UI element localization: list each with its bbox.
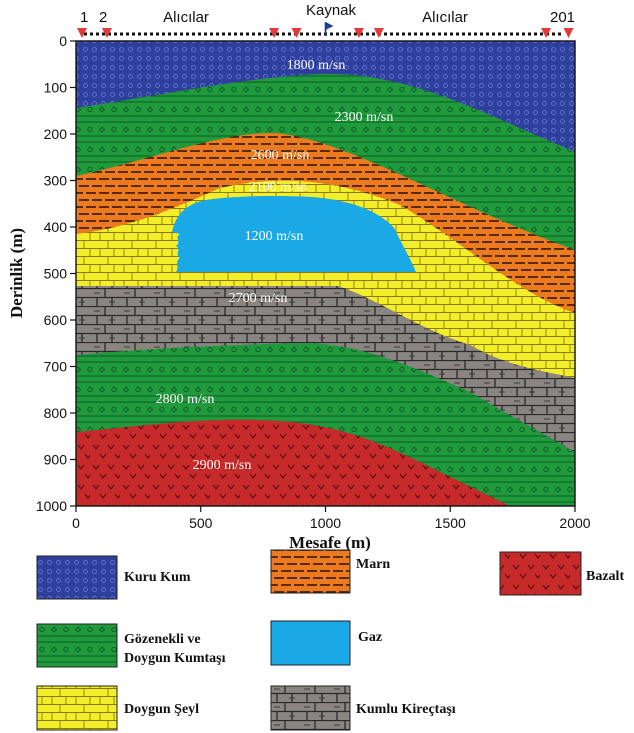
velocity-kumtasi-top: 2300 m/sn (335, 110, 394, 125)
legend-swatch-kumtasi (36, 623, 118, 668)
receiver-marker (269, 28, 280, 38)
y-tick-label: 0 (59, 33, 67, 49)
receiver-number-2: 2 (99, 9, 107, 26)
legend-swatch-kuru-kum (36, 555, 118, 600)
receiver-marker (541, 28, 552, 38)
y-tick-label: 700 (44, 359, 68, 375)
y-tick-label: 200 (44, 126, 68, 142)
y-tick-label: 1000 (36, 498, 67, 514)
legend-swatch-bazalt (499, 551, 582, 596)
receiver-marker (373, 28, 384, 38)
velocity-marn: 2600 m/sn (251, 148, 310, 163)
x-tick-label: 500 (189, 515, 213, 531)
legend-swatch-seyl (36, 685, 118, 731)
receivers-label-left: Alıcılar (163, 9, 209, 26)
y-tick-label: 600 (44, 312, 68, 328)
velocity-labels: 1800 m/sn 2300 m/sn 2600 m/sn 2100 m/sn … (156, 58, 394, 473)
legend-label-seyl: Doygun Şeyl (124, 702, 199, 717)
receiver-marker (101, 28, 112, 38)
receiver-marker (353, 28, 364, 38)
legend-swatch-gaz (270, 620, 351, 666)
receiver-number-1: 1 (80, 9, 88, 26)
y-tick-label: 100 (44, 80, 68, 96)
x-tick-label: 1500 (435, 515, 466, 531)
receivers-label-right: Alıcılar (422, 9, 468, 26)
x-tick-label: 0 (72, 515, 80, 531)
y-tick-label: 800 (44, 405, 68, 421)
x-axis-label: Mesafe (m) (289, 533, 371, 552)
legend-swatch-kirectasi (270, 685, 351, 731)
x-tick-label: 1000 (310, 515, 341, 531)
legend-label-kumtasi-line2: Doygun Kumtaşı (124, 651, 226, 666)
y-tick-label: 500 (44, 266, 68, 282)
x-axis: 0 500 1000 1500 2000 (72, 506, 591, 531)
legend-label-kumtasi-line1: Gözenekli ve (124, 632, 201, 647)
y-tick-label: 300 (44, 173, 68, 189)
bazalt-layer (76, 419, 510, 506)
receiver-markers (77, 22, 574, 38)
receiver-number-last: 201 (550, 9, 575, 26)
legend-swatch-marn (270, 549, 351, 594)
receiver-marker (291, 28, 302, 38)
source-label: Kaynak (306, 2, 357, 19)
receiver-marker (77, 28, 87, 38)
velocity-seyl: 2100 m/sn (249, 180, 308, 195)
y-tick-label: 400 (44, 219, 68, 235)
y-tick-label: 900 (44, 452, 68, 468)
velocity-kirectasi: 2700 m/sn (229, 291, 288, 306)
receiver-marker (563, 28, 574, 38)
x-tick-label: 2000 (559, 515, 590, 531)
y-axis-label: Derinlik (m) (7, 228, 26, 318)
legend: Kuru Kum Marn Bazalt Gözenekli ve Doygun… (36, 549, 624, 731)
legend-label-kuru-kum: Kuru Kum (124, 570, 191, 585)
legend-label-marn: Marn (356, 557, 390, 572)
velocity-kumtasi-bottom: 2800 m/sn (156, 392, 215, 407)
geologic-section (76, 41, 575, 506)
source-flag (325, 22, 334, 30)
legend-label-bazalt: Bazalt (586, 569, 624, 584)
legend-label-kirectasi: Kumlu Kireçtaşı (356, 702, 456, 717)
legend-label-gaz: Gaz (358, 630, 382, 645)
y-axis: 0 100 200 300 400 500 600 700 800 900 1000 (36, 33, 76, 514)
header: 1 2 Alıcılar Kaynak Alıcılar 201 (77, 2, 575, 38)
velocity-bazalt: 2900 m/sn (193, 458, 252, 473)
gaz-layer (172, 196, 416, 272)
velocity-gaz: 1200 m/sn (245, 229, 304, 244)
velocity-kuru-kum: 1800 m/sn (287, 58, 346, 73)
